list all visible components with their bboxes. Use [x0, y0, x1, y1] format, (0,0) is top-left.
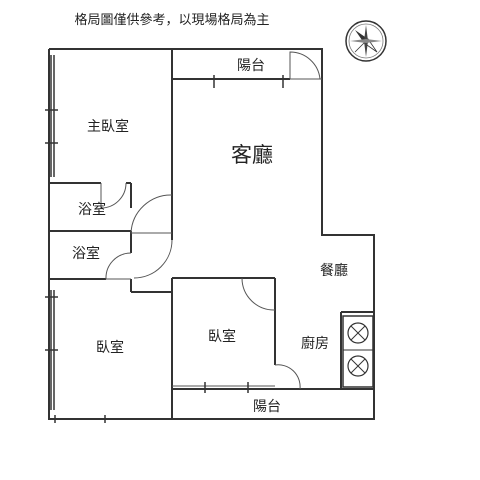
room-label-bedroom-center: 臥室: [208, 328, 236, 345]
room-label-dining: 餐廳: [320, 262, 348, 279]
doors: [100, 51, 321, 390]
windows: [45, 55, 284, 423]
room-label-balcony-bottom: 陽台: [253, 399, 281, 415]
room-label-balcony-top: 陽台: [237, 58, 265, 74]
outer-walls: [48, 48, 375, 420]
room-label-bath-2: 浴室: [72, 245, 100, 262]
room-label-living: 客廳: [231, 143, 273, 167]
disclaimer-note: 格局圖僅供參考，以現場格局為主: [74, 12, 269, 28]
room-label-kitchen: 廚房: [301, 335, 329, 352]
room-label-bath-1: 浴室: [78, 201, 106, 218]
compass-rose-icon: [345, 20, 387, 62]
room-label-master-bedroom: 主臥室: [87, 118, 129, 135]
room-labels: 客廳 主臥室 浴室 浴室 臥室 臥室 餐廳 廚房 陽台 陽台: [72, 58, 348, 415]
interior-walls: [49, 49, 374, 419]
room-label-bedroom-left: 臥室: [96, 339, 124, 356]
gas-stove-icon: [342, 315, 374, 388]
